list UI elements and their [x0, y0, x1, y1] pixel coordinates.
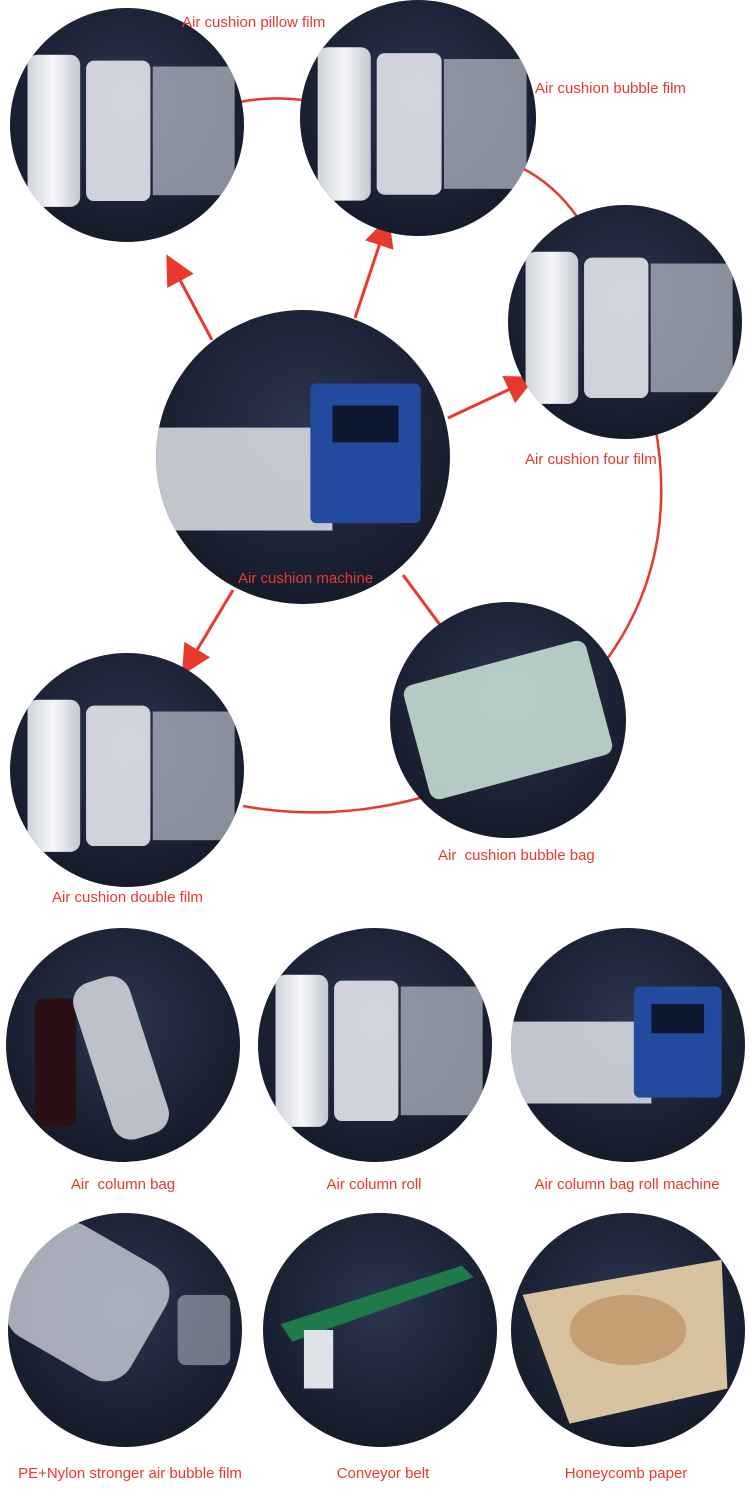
label-double-film: Air cushion double film — [52, 889, 203, 906]
label-pe-nylon-film: PE+Nylon stronger air bubble film — [18, 1465, 242, 1482]
label-honeycomb-paper: Honeycomb paper — [564, 1465, 688, 1482]
label-machine: Air cushion machine — [238, 570, 374, 587]
product-image-air-column-bag — [6, 928, 240, 1162]
label-bubble-film: Air cushion bubble film — [535, 80, 686, 97]
product-image-machine — [156, 310, 450, 604]
product-image-bubble-bag — [390, 602, 626, 838]
product-image-pillow-film — [10, 8, 244, 242]
label-air-column-bag: Air column bag — [70, 1176, 176, 1193]
product-image-column-roll-machine — [511, 928, 745, 1162]
product-image-double-film — [10, 653, 244, 887]
product-image-conveyor-belt — [263, 1213, 497, 1447]
label-air-column-roll: Air column roll — [326, 1176, 422, 1193]
label-bubble-bag: Air cushion bubble bag — [438, 847, 595, 864]
product-image-four-film — [508, 205, 742, 439]
product-image-bubble-film — [300, 0, 536, 236]
connector-arcs — [239, 97, 663, 814]
label-four-film: Air cushion four film — [525, 451, 657, 468]
label-conveyor-belt: Conveyor belt — [336, 1465, 430, 1482]
label-column-roll-machine: Air column bag roll machine — [534, 1176, 720, 1193]
product-image-air-column-roll — [258, 928, 492, 1162]
product-image-pe-nylon-film — [8, 1213, 242, 1447]
label-pillow-film: Air cushion pillow film — [182, 14, 326, 31]
product-image-honeycomb-paper — [511, 1213, 745, 1447]
arrows — [166, 216, 536, 676]
